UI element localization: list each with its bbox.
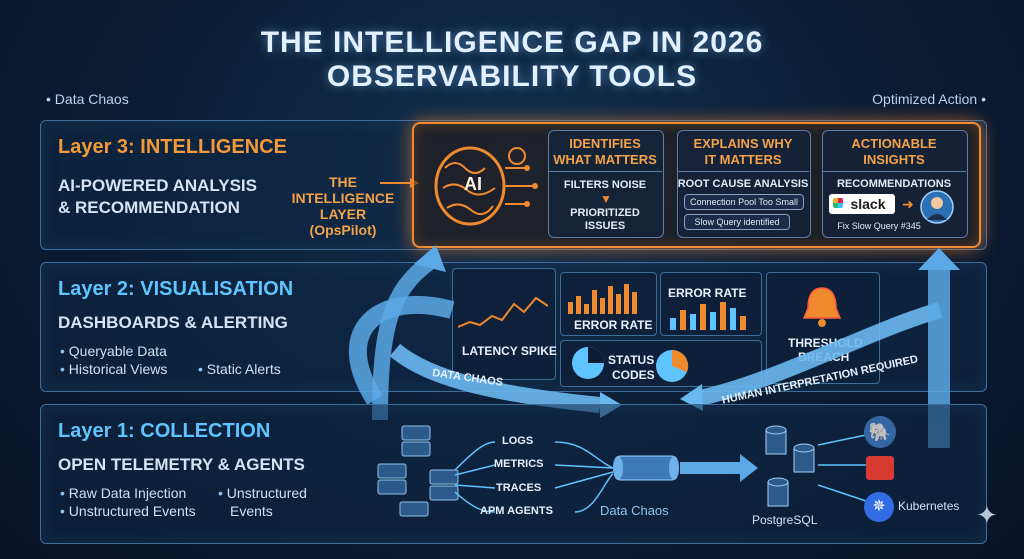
layer1-title: Layer 1: COLLECTION (58, 420, 271, 442)
status-label-2: CODES (612, 368, 655, 382)
bell-alert-icon (802, 287, 842, 327)
card3-head-1: ACTIONABLE (851, 136, 937, 151)
database-icon (765, 425, 815, 507)
flow-traces: TRACES (496, 482, 542, 494)
server-rack-icon (377, 425, 459, 517)
status-pie-2 (656, 349, 689, 382)
corner-left-label: • Data Chaos (46, 91, 129, 107)
layer1-bullet-cont: Events (230, 503, 273, 519)
status-pie-1 (572, 347, 604, 379)
arrow-right-icon: ➜ (902, 196, 914, 212)
status-label-1: STATUS (608, 353, 655, 367)
card2-head-2: IT MATTERS (704, 152, 782, 167)
card1-text-2: PRIORITIZED (570, 207, 640, 219)
slack-icon: slack (829, 194, 895, 214)
card1-text-3: ISSUES (584, 220, 626, 232)
layer1-bullet: Raw Data Injection (60, 485, 187, 501)
layer3-subtitle-2: & RECOMMENDATION (58, 198, 240, 217)
card3-footer: Fix Slow Query #345 (837, 221, 921, 231)
threshold-label-1: THRESHOLD (788, 336, 863, 350)
error-bar-chart-1 (568, 284, 637, 314)
sparkle-icon: ✦ (976, 500, 998, 530)
gear-icon (508, 147, 526, 165)
arrow-down-icon: ▼ (600, 192, 612, 206)
telemetry-flow-lines (455, 441, 614, 513)
layer2-bullet: Historical Views (60, 361, 168, 377)
intel-label-line: INTELLIGENCE (291, 190, 395, 206)
error-rate-label-2: ERROR RATE (668, 286, 747, 300)
pipe-icon (613, 454, 758, 482)
layer1-bullet: Unstructured (218, 485, 307, 501)
slack-text: slack (850, 196, 886, 212)
error-bar-chart-2 (670, 302, 746, 330)
flow-logs: LOGS (502, 435, 534, 447)
layer2-subtitle: DASHBOARDS & ALERTING (58, 313, 288, 332)
layer1-subtitle: OPEN TELEMETRY & AGENTS (58, 455, 305, 474)
brain-ai-icon (434, 146, 538, 226)
card2-pill-1: Connection Pool Too Small (684, 194, 804, 210)
corner-right-label: Optimized Action • (872, 91, 986, 107)
card1-head-2: WHAT MATTERS (553, 152, 657, 167)
kubernetes-label: Kubernetes (898, 499, 960, 513)
db-connector-lines (818, 434, 867, 502)
user-avatar-icon (920, 190, 954, 224)
intelligence-layer-label: THE INTELLIGENCE LAYER (OpsPilot) (288, 174, 398, 238)
card2-head-1: EXPLAINS WHY (693, 136, 793, 151)
card2-text-1: ROOT CAUSE ANALYSIS (677, 178, 809, 190)
ai-text: AI (464, 174, 482, 194)
card1-head-1: IDENTIFIES (569, 136, 641, 151)
layer2-bullet: Queryable Data (60, 343, 167, 359)
layer1-panel (40, 404, 987, 544)
layer1-bullet: Unstructured Events (60, 503, 196, 519)
flow-apm-agents: APM AGENTS (480, 505, 553, 517)
data-chaos-label: Data Chaos (600, 503, 669, 518)
card3-divider (822, 171, 966, 172)
layer2-bullet: Static Alerts (198, 361, 281, 377)
postgres-elephant-icon: 🐘 (864, 416, 896, 448)
layer2-title: Layer 2: VISUALISATION (58, 278, 294, 300)
card-identifies (548, 130, 664, 238)
layer3-title: Layer 3: INTELLIGENCE (58, 136, 287, 158)
card3-head-2: INSIGHTS (863, 152, 925, 167)
card2-pill-2: Slow Query identified (684, 214, 790, 230)
intel-label-line: (OpsPilot) (309, 222, 377, 238)
latency-line-chart (458, 296, 548, 328)
card3-text-1: RECOMMENDATIONS (836, 178, 952, 190)
kubernetes-icon: ✵ (864, 492, 894, 522)
page-subtitle: OBSERVABILITY TOOLS (326, 60, 698, 93)
redis-icon (866, 456, 894, 480)
flow-metrics: METRICS (494, 458, 544, 470)
latency-label: LATENCY SPIKE (462, 344, 557, 358)
card1-text-1: FILTERS NOISE (563, 179, 647, 191)
page-title: THE INTELLIGENCE GAP IN 2026 (260, 26, 764, 59)
error-rate-label-1: ERROR RATE (574, 318, 653, 332)
intel-label-line: THE (329, 174, 357, 190)
threshold-label-2: BREACH (798, 350, 850, 364)
card1-divider (548, 171, 662, 172)
intel-label-line: LAYER (319, 206, 367, 222)
card2-divider (677, 171, 809, 172)
postgresql-label: PostgreSQL (752, 513, 818, 527)
layer3-subtitle-1: AI-POWERED ANALYSIS (58, 176, 257, 195)
slack-logo-mark (833, 198, 843, 208)
